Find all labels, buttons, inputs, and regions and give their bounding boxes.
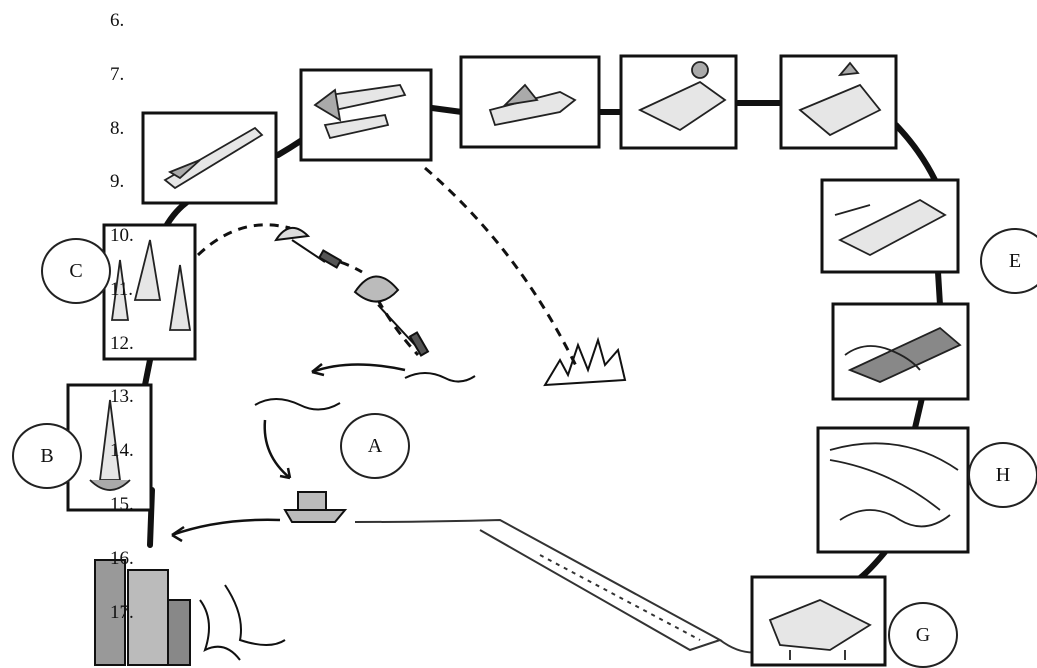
parachute-descent — [276, 228, 428, 356]
number-16: 16. — [110, 548, 134, 570]
number-10: 10. — [110, 225, 134, 247]
label-h: H — [968, 442, 1037, 508]
label-g: G — [888, 602, 958, 668]
number-11: 11. — [110, 279, 133, 301]
runway — [355, 520, 760, 653]
panel-separation — [301, 70, 431, 160]
label-c: C — [41, 238, 111, 304]
number-6: 6. — [110, 10, 124, 32]
label-b: B — [12, 423, 82, 489]
panels — [68, 56, 968, 665]
booster-impact — [255, 340, 625, 410]
number-12: 12. — [110, 333, 134, 355]
panel-sketches — [90, 62, 960, 660]
number-7: 7. — [110, 64, 124, 86]
recovery-ship — [285, 492, 345, 522]
number-9: 9. — [110, 171, 124, 193]
number-15: 15. — [110, 494, 134, 516]
label-a: A — [340, 413, 410, 479]
number-17: 17. — [110, 602, 134, 624]
number-13: 13. — [110, 386, 134, 408]
number-14: 14. — [110, 440, 134, 462]
number-8: 8. — [110, 118, 124, 140]
